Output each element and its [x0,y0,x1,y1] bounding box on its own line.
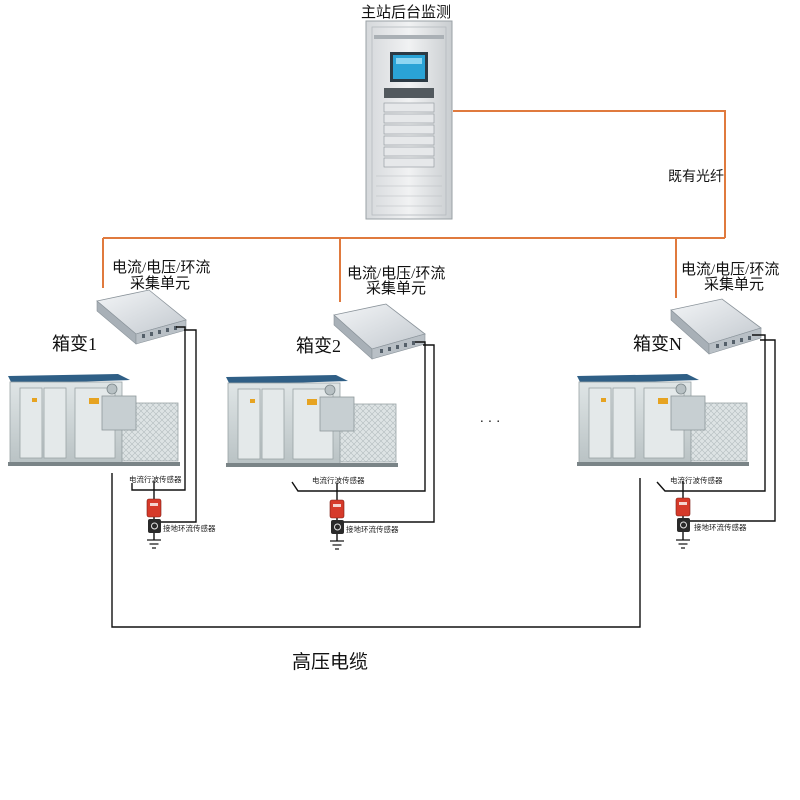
current-sensor-icon [146,498,162,518]
ground-symbol-icon [676,539,690,549]
ground-loop-sensor-icon [331,520,344,534]
collector-unit-icon [670,298,762,355]
substation-name-2: 箱变2 [296,336,341,356]
fiber-link-label: 既有光纤 [668,169,724,185]
substation-name-1: 箱变1 [52,334,97,354]
server-cabinet-icon [365,20,453,220]
collector-unit-icon [333,303,426,360]
collector-label-line2: 采集单元 [704,276,764,293]
box-substation-icon [8,374,180,466]
fiber-network [102,110,726,302]
box-substation-icon [577,374,749,466]
master-station-title: 主站后台监测 [361,4,451,21]
ground-symbol-icon [147,539,161,549]
collector-label-line1: 电流/电压/环流 [112,259,210,276]
collector-unit-1: 电流/电压/环流 采集单元 [96,259,210,345]
hv-cable-label: 高压电缆 [292,651,368,673]
ground-loop-sensor-label: 接地环流传感器 [694,522,747,532]
collector-unit-icon [96,289,187,345]
sensor-group-2: 电流行波传感器 接地环流传感器 [312,475,399,550]
box-substation-1 [8,374,180,466]
ground-loop-sensor-label: 接地环流传感器 [346,524,399,534]
sensor-group-n: 电流行波传感器 接地环流传感器 [670,475,747,549]
collector-unit-2: 电流/电压/环流 采集单元 [333,265,445,360]
ground-loop-sensor-label: 接地环流传感器 [163,523,216,533]
fiber-link-master-to-ring [453,110,726,238]
current-sensor-icon [329,499,345,519]
current-sensor-icon [675,497,691,517]
traveling-wave-sensor-label: 电流行波传感器 [129,474,182,484]
collector-label-line2: 采集单元 [366,280,426,297]
ground-loop-sensor-icon [148,519,161,533]
box-substation-n [577,374,749,466]
ground-loop-sensor-icon [677,518,690,532]
ellipsis: · · · [480,415,501,430]
box-substation-icon [226,375,398,467]
collector-label-line1: 电流/电压/环流 [681,261,779,278]
box-substation-2 [226,375,398,467]
collector-label-line2: 采集单元 [130,275,190,292]
traveling-wave-sensor-label: 电流行波传感器 [312,475,365,485]
ground-symbol-icon [330,540,344,550]
collector-label-line1: 电流/电压/环流 [347,265,445,282]
substation-name-n: 箱变N [633,334,682,354]
traveling-wave-sensor-label: 电流行波传感器 [670,475,723,485]
hv-cable [111,473,641,628]
sensor-group-1: 电流行波传感器 接地环流传感器 [129,474,216,549]
collector-unit-n: 电流/电压/环流 采集单元 [670,261,779,355]
sensor-wiring [111,326,776,628]
